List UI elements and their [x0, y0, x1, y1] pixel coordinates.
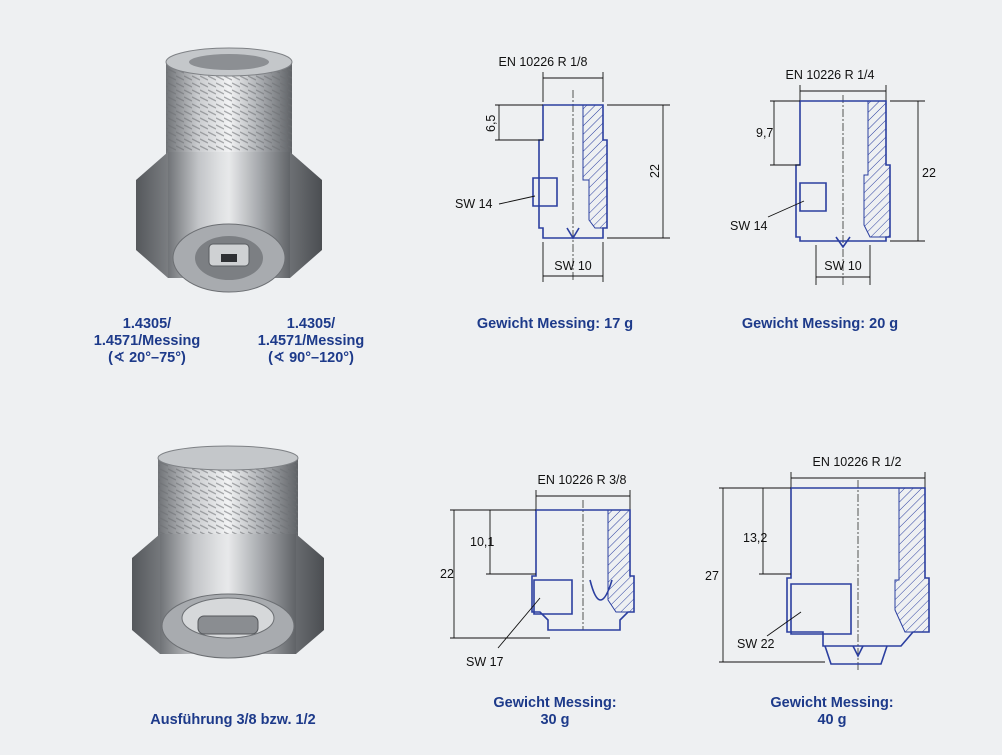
wrench-size-hex: SW 17: [466, 655, 504, 669]
thread-spec-label: EN 10226 R 1/4: [786, 68, 875, 82]
wrench-size-hex: SW 14: [730, 219, 768, 233]
depth-dimension: 13,2: [743, 531, 767, 545]
caption-weight-r-1-4: Gewicht Messing: 20 g: [741, 316, 899, 332]
nozzle-photo-1: [136, 47, 322, 293]
technical-drawing-r-1-4: EN 10226 R 1/4 9,7 22 SW 14 SW 10: [730, 68, 936, 285]
caption-weight-r-1-8: Gewicht Messing: 17 g: [476, 316, 634, 332]
thread-spec-label: EN 10226 R 1/2: [813, 455, 902, 469]
depth-dimension: 6,5: [484, 115, 498, 132]
depth-dimension: 10,1: [470, 535, 494, 549]
height-dimension: 27: [705, 569, 719, 583]
caption-nozzle-1b: 1.4305/ 1.4571/Messing (∢ 90°–120°): [257, 316, 365, 366]
wrench-size-hex: SW 14: [455, 197, 493, 211]
caption-weight-r-1-2: Gewicht Messing: 40 g: [770, 695, 894, 728]
height-dimension: 22: [440, 567, 454, 581]
technical-drawing-r-1-8: EN 10226 R 1/8 6,5 22 SW 14 SW 10: [455, 55, 670, 282]
depth-dimension: 9,7: [756, 126, 773, 140]
caption-weight-r-3-8: Gewicht Messing: 30 g: [493, 695, 617, 728]
nozzle-photo-2: [132, 445, 324, 659]
caption-nozzle-2: Ausführung 3/8 bzw. 1/2: [150, 712, 316, 728]
caption-nozzle-1a: 1.4305/ 1.4571/Messing (∢ 20°–75°): [93, 316, 201, 366]
technical-drawing-r-3-8: EN 10226 R 3/8 10,1 22 SW 17: [440, 473, 635, 669]
thread-spec-label: EN 10226 R 1/8: [499, 55, 588, 69]
height-dimension: 22: [922, 166, 936, 180]
wrench-size-flat: SW 10: [554, 259, 592, 273]
wrench-size-hex: SW 22: [737, 637, 775, 651]
technical-drawing-r-1-2: EN 10226 R 1/2 13,2 27 SW 22: [705, 455, 930, 670]
thread-spec-label: EN 10226 R 3/8: [538, 473, 627, 487]
height-dimension: 22: [648, 164, 662, 178]
wrench-size-flat: SW 10: [824, 259, 862, 273]
